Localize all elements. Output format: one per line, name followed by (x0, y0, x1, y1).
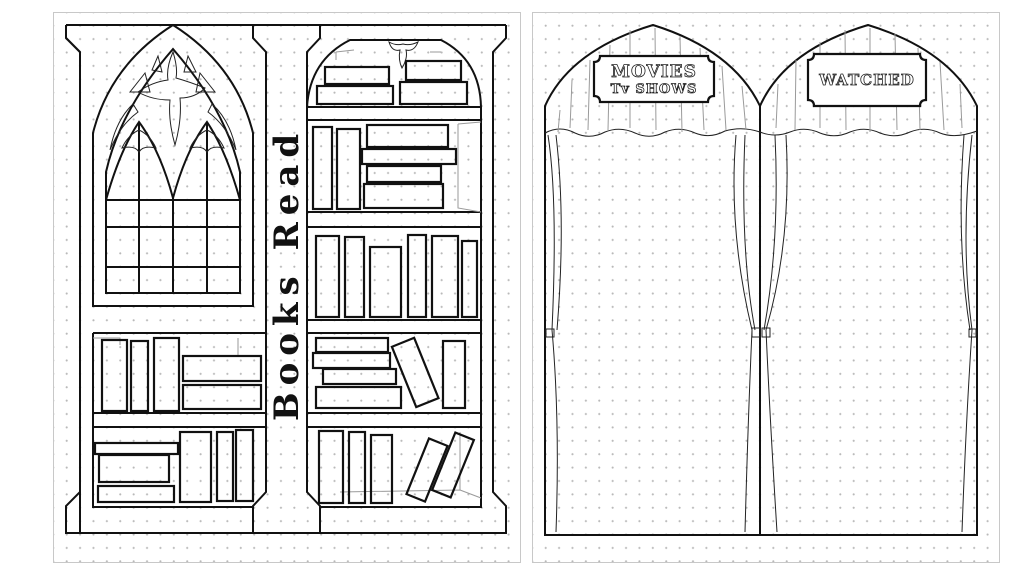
sign-movies-line1: MOVIES (611, 62, 697, 82)
bookshelf-lower-left (92, 332, 266, 508)
curtain-arches (544, 23, 978, 536)
books-read-title: Books Read (265, 124, 309, 424)
sign-movies-line2: Tv SHOWS (610, 82, 698, 97)
watched-sign: WATCHED (808, 63, 926, 97)
movies-tv-shows-sign: MOVIES Tv SHOWS (596, 58, 712, 102)
books-read-text: Books Read (267, 126, 308, 422)
bookshelf-right (306, 39, 482, 508)
right-page-movies-watched (532, 12, 1000, 563)
bookcase-frame (65, 24, 507, 534)
sign-watched-text: WATCHED (819, 70, 915, 89)
gothic-window (92, 23, 254, 307)
